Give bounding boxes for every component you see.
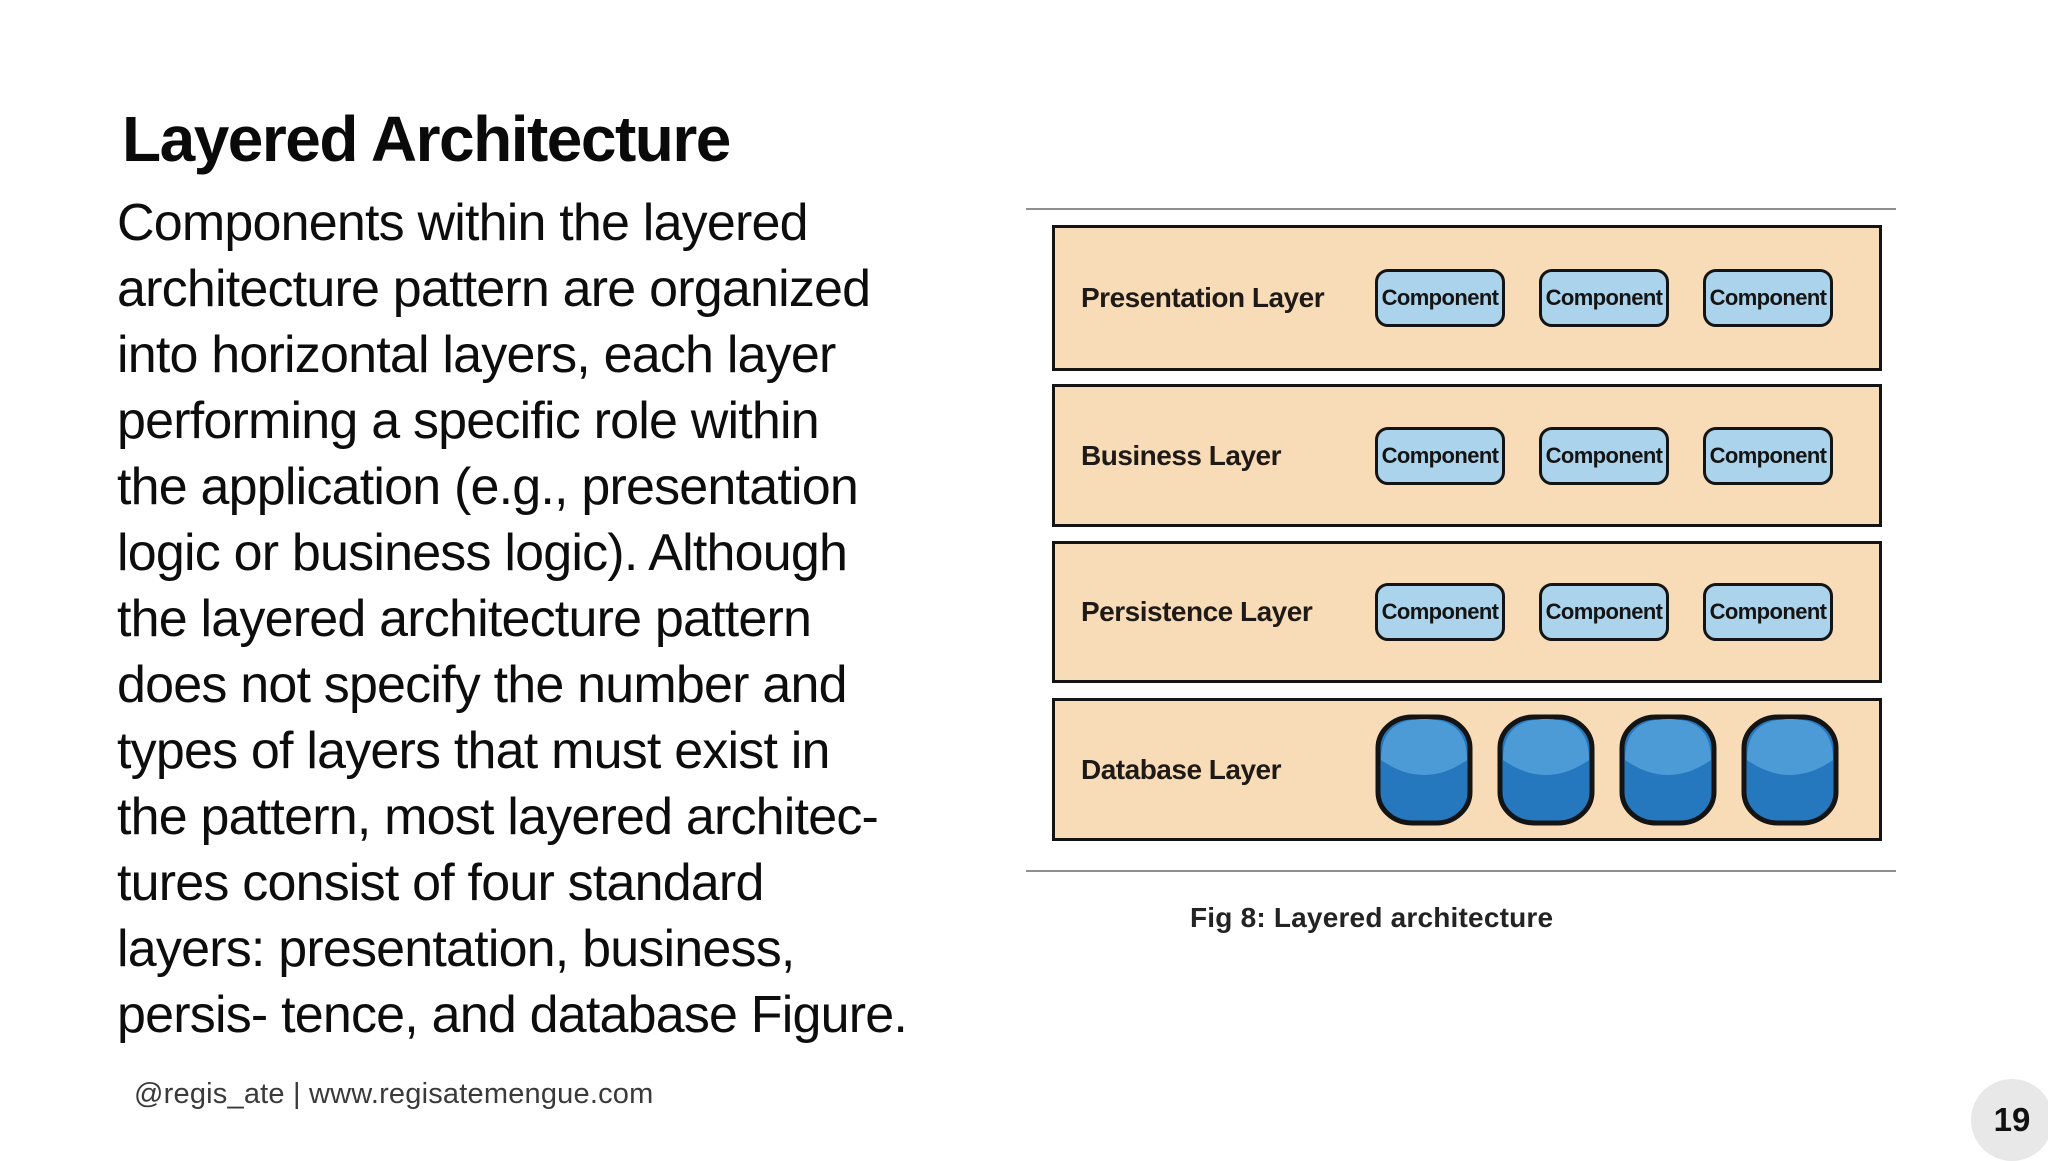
page-number-badge: 19 — [1971, 1079, 2048, 1161]
component-box: Component — [1375, 426, 1505, 485]
layer-row-presentation: Presentation Layer Component Component C… — [1052, 225, 1882, 371]
component-box: Component — [1539, 583, 1669, 641]
layer-row-persistence: Persistence Layer Component Component Co… — [1052, 541, 1882, 683]
footer-credit: @regis_ate | www.regisatemengue.com — [134, 1078, 654, 1110]
database-cylinder-icon — [1619, 714, 1717, 825]
figure-caption: Fig 8: Layered architecture — [1190, 902, 1554, 933]
component-box: Component — [1539, 426, 1669, 485]
layer-label: Persistence Layer — [1081, 596, 1313, 627]
component-box: Component — [1703, 426, 1833, 485]
layer-label: Presentation Layer — [1081, 282, 1325, 313]
component-box: Component — [1703, 269, 1833, 327]
body-paragraph: Components within the layered architectu… — [117, 194, 908, 1044]
database-cylinder-icon — [1741, 714, 1839, 825]
component-row: Component Component Component — [1375, 269, 1833, 327]
component-box: Component — [1375, 583, 1505, 641]
slide-title: Layered Architecture — [122, 102, 731, 175]
layer-row-database: Database Layer — [1052, 698, 1882, 841]
figure-bottom-rule — [1026, 870, 1896, 872]
database-cylinder-row — [1375, 714, 1839, 826]
layer-row-business: Business Layer Component Component Compo… — [1052, 384, 1882, 527]
figure-top-rule — [1026, 208, 1896, 210]
page-number: 19 — [1993, 1101, 2031, 1138]
component-box: Component — [1375, 269, 1505, 327]
component-row: Component Component Component — [1375, 426, 1833, 485]
database-cylinder-icon — [1497, 714, 1595, 825]
component-box: Component — [1703, 583, 1833, 641]
component-row: Component Component Component — [1375, 583, 1833, 641]
component-box: Component — [1539, 269, 1669, 327]
layer-label: Business Layer — [1081, 439, 1282, 471]
database-cylinder-icon — [1375, 714, 1473, 825]
layer-label: Database Layer — [1081, 753, 1282, 785]
